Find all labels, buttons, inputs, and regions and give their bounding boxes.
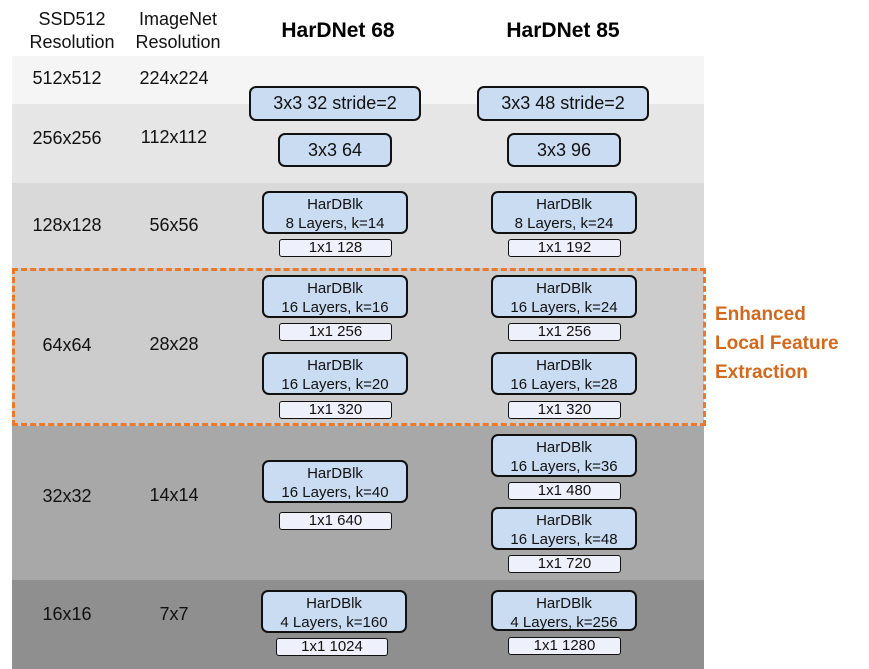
hardnet85-transition-1: 1x1 192: [508, 239, 621, 257]
annotation-line1: Enhanced: [715, 304, 806, 325]
hardblk-title: HarDBlk: [307, 196, 363, 213]
hardnet68-transition-2: 1x1 256: [279, 323, 392, 341]
ssd512-header-line1: SSD512: [38, 9, 106, 29]
hardblk-title: HarDBlk: [536, 595, 592, 612]
hardnet85-transition-5: 1x1 720: [508, 555, 621, 573]
hardblk-title: HarDBlk: [536, 196, 592, 213]
hardnet68-title: HarDNet 68: [281, 19, 395, 42]
hardblk-title: HarDBlk: [307, 357, 363, 374]
imagenet-header-line2: Resolution: [135, 32, 221, 52]
hardblk-desc: 16 Layers, k=40: [281, 484, 389, 501]
ssd-res-512: 512x512: [32, 68, 102, 88]
hardnet85-hardblk-2: HarDBlk 16 Layers, k=24: [491, 275, 637, 318]
hardblk-desc: 16 Layers, k=20: [281, 376, 389, 393]
hardnet68-transition-1: 1x1 128: [279, 239, 392, 257]
hardnet85-hardblk-6: HarDBlk 4 Layers, k=256: [491, 590, 637, 631]
hardnet68-hardblk-3: HarDBlk 16 Layers, k=20: [262, 352, 408, 395]
hardnet68-hardblk-1: HarDBlk 8 Layers, k=14: [262, 191, 408, 234]
hardblk-title: HarDBlk: [307, 465, 363, 482]
hardblk-title: HarDBlk: [536, 439, 592, 456]
hardnet85-conv-96: 3x3 96: [507, 133, 621, 167]
ssd-res-64: 64x64: [42, 335, 92, 355]
hardnet85-conv-stride2: 3x3 48 stride=2: [477, 86, 649, 121]
hardnet85-transition-4: 1x1 480: [508, 482, 621, 500]
hardnet85-hardblk-4: HarDBlk 16 Layers, k=36: [491, 434, 637, 477]
hardnet68-hardblk-2: HarDBlk 16 Layers, k=16: [262, 275, 408, 318]
hardnet85-transition-6: 1x1 1280: [508, 637, 621, 655]
hardnet85-hardblk-1: HarDBlk 8 Layers, k=24: [491, 191, 637, 234]
hardnet68-hardblk-5: HarDBlk 4 Layers, k=160: [261, 590, 407, 633]
hardblk-desc: 16 Layers, k=36: [510, 458, 618, 475]
hardblk-title: HarDBlk: [536, 357, 592, 374]
imagenet-res-14: 14x14: [149, 485, 199, 505]
hardblk-desc: 8 Layers, k=24: [514, 215, 614, 232]
imagenet-res-7: 7x7: [159, 604, 189, 624]
hardblk-desc: 4 Layers, k=256: [510, 614, 618, 631]
hardblk-title: HarDBlk: [536, 280, 592, 297]
hardnet68-hardblk-4: HarDBlk 16 Layers, k=40: [262, 460, 408, 503]
imagenet-res-56: 56x56: [149, 215, 199, 235]
ssd-res-128: 128x128: [32, 215, 102, 235]
hardnet85-transition-3: 1x1 320: [508, 401, 621, 419]
imagenet-header: ImageNet Resolution: [126, 8, 230, 54]
imagenet-res-28: 28x28: [149, 334, 199, 354]
ssd512-header: SSD512 Resolution: [22, 8, 122, 54]
ssd512-header-line2: Resolution: [29, 32, 115, 52]
hardblk-desc: 16 Layers, k=48: [510, 531, 618, 548]
imagenet-res-112: 112x112: [140, 127, 208, 147]
hardblk-desc: 16 Layers, k=28: [510, 376, 618, 393]
hardblk-title: HarDBlk: [536, 512, 592, 529]
imagenet-header-line1: ImageNet: [138, 9, 218, 29]
hardnet85-transition-2: 1x1 256: [508, 323, 621, 341]
enhanced-local-feature-highlight: [12, 268, 706, 426]
hardnet85-hardblk-3: HarDBlk 16 Layers, k=28: [491, 352, 637, 395]
hardnet68-conv-stride2: 3x3 32 stride=2: [249, 86, 421, 121]
hardnet68-conv-64: 3x3 64: [278, 133, 392, 167]
hardblk-title: HarDBlk: [306, 595, 362, 612]
hardnet85-title: HarDNet 85: [506, 19, 620, 42]
enhanced-local-feature-label: Enhanced Local Feature Extraction: [715, 300, 839, 387]
hardnet68-transition-3: 1x1 320: [279, 401, 392, 419]
hardblk-desc: 8 Layers, k=14: [285, 215, 385, 232]
annotation-line3: Extraction: [715, 362, 808, 383]
hardblk-title: HarDBlk: [307, 280, 363, 297]
hardnet68-transition-4: 1x1 640: [279, 512, 392, 530]
ssd-res-256: 256x256: [32, 128, 102, 148]
ssd-res-16: 16x16: [42, 604, 92, 624]
hardblk-desc: 16 Layers, k=16: [281, 299, 389, 316]
hardnet68-transition-5: 1x1 1024: [276, 638, 388, 656]
annotation-line2: Local Feature: [715, 333, 839, 354]
hardblk-desc: 16 Layers, k=24: [510, 299, 618, 316]
hardnet85-hardblk-5: HarDBlk 16 Layers, k=48: [491, 507, 637, 550]
hardblk-desc: 4 Layers, k=160: [280, 614, 388, 631]
imagenet-res-224: 224x224: [139, 68, 209, 88]
ssd-res-32: 32x32: [42, 486, 92, 506]
